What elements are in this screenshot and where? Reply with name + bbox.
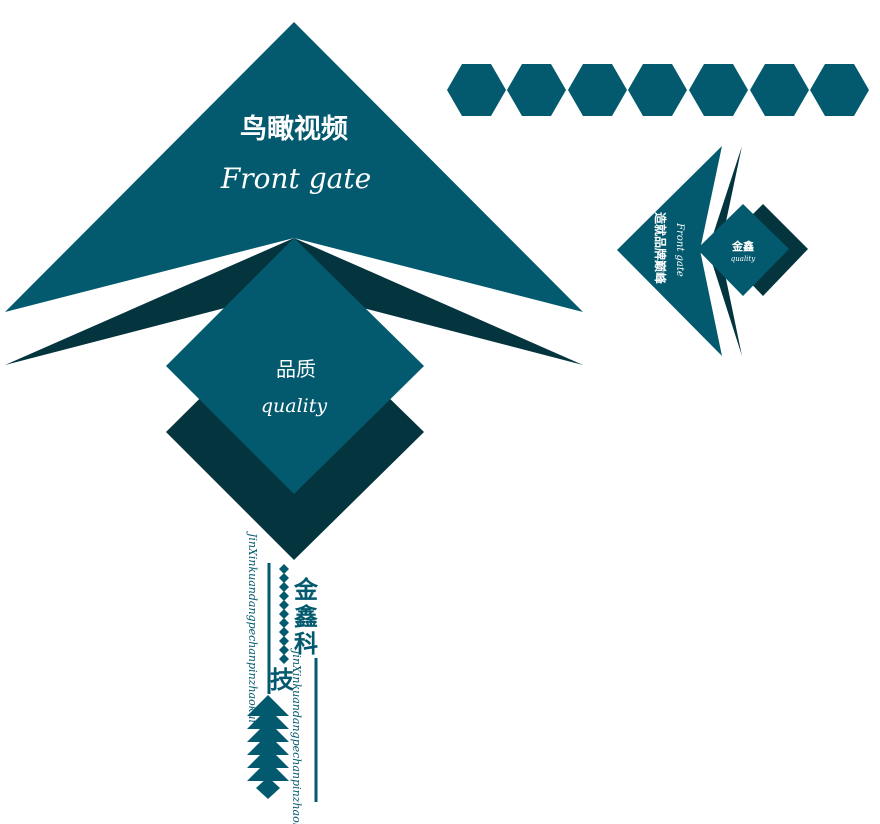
hexagon <box>689 64 748 116</box>
hexagon-strip <box>447 64 869 116</box>
chain-diamond <box>279 609 289 619</box>
main-diamond-front <box>166 238 424 494</box>
small-kite-side-en: Front gate <box>674 222 685 277</box>
chain-diamond <box>279 582 289 592</box>
tail-triangle <box>247 734 289 755</box>
chain-diamond <box>279 627 289 637</box>
chain-diamond <box>279 600 289 610</box>
tail-brand-char-2: 鑫 <box>294 603 318 631</box>
main-diamond: 品质 quality <box>166 238 424 560</box>
tail-triangle <box>247 760 289 781</box>
tail-triangle <box>247 695 289 716</box>
main-kite-title-en: Front gate <box>220 162 371 195</box>
main-diamond-cn: 品质 <box>276 357 316 381</box>
small-diamond-cn: 金鑫 <box>731 239 754 253</box>
chain-diamond <box>279 645 289 655</box>
chain-diamond <box>279 654 289 664</box>
hexagon <box>568 64 627 116</box>
chain-diamond <box>279 564 289 574</box>
kite-tail: JinXinkuandangpechanpinzhaokui 金 鑫 科 技 J… <box>246 531 319 824</box>
tail-brand-char-1: 金 <box>293 576 319 604</box>
chain-diamond <box>279 618 289 628</box>
tail-pinyin-right: JinXinkuandangpechanpinzhaokui <box>290 648 303 824</box>
tail-pinyin-left: JinXinkuandangpechanpinzhaokui <box>246 531 259 723</box>
small-kite-triangle <box>617 146 722 356</box>
main-kite-title-cn: 鸟瞰视频 <box>240 113 348 145</box>
chain-diamond <box>279 573 289 583</box>
tail-brand-char-3: 科 <box>294 630 318 658</box>
small-kite: 造就品牌巅峰 Front gate 金鑫 quality <box>617 146 808 356</box>
tail-triangle <box>247 721 289 742</box>
chain-diamond <box>279 591 289 601</box>
tail-triangle <box>247 708 289 729</box>
tail-triangle-stack <box>247 695 289 799</box>
small-diamond-en: quality <box>731 255 756 263</box>
main-diamond-en: quality <box>261 395 328 417</box>
hexagon <box>447 64 506 116</box>
hexagon <box>628 64 687 116</box>
tail-diamond-end <box>256 777 280 799</box>
tail-triangle <box>247 747 289 768</box>
hexagon <box>507 64 566 116</box>
hexagon <box>750 64 809 116</box>
tail-brand-char-4: 技 <box>270 666 295 694</box>
hexagon <box>810 64 869 116</box>
small-diamond-front <box>697 204 789 296</box>
chain-diamond <box>279 636 289 646</box>
main-kite-triangle <box>5 22 583 312</box>
small-kite-side-cn: 造就品牌巅峰 <box>653 212 668 285</box>
tail-diamond-chain <box>279 564 289 664</box>
